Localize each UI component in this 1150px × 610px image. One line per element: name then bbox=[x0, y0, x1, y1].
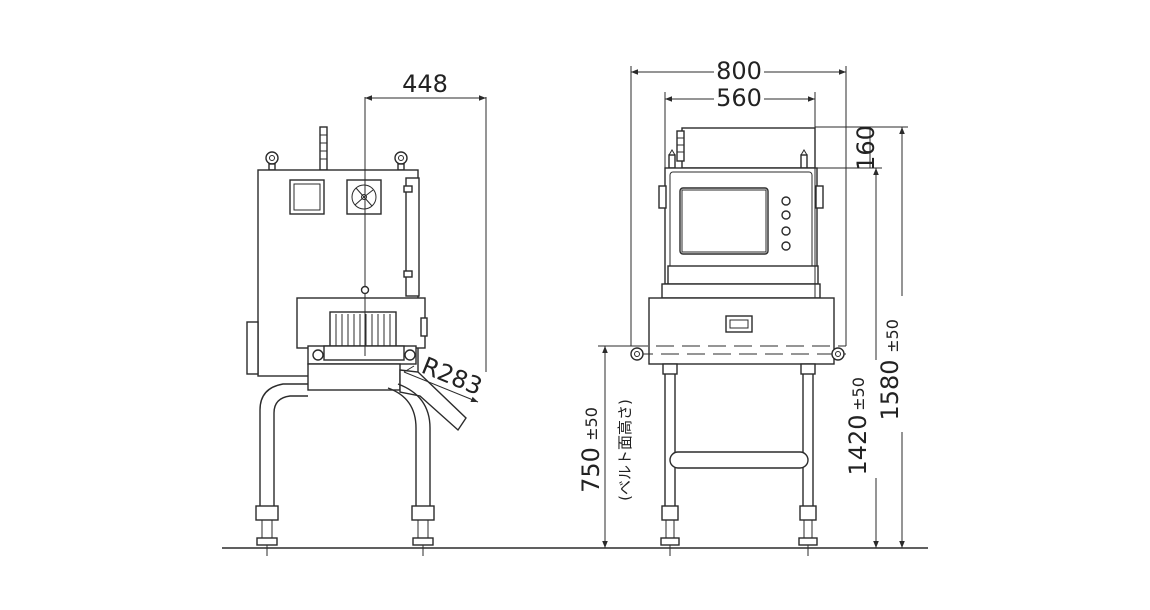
control-button bbox=[781, 210, 791, 220]
dim-1420-label: 1420 bbox=[844, 414, 872, 475]
dim-448-label: 448 bbox=[402, 70, 448, 98]
eyebolt-left bbox=[265, 151, 279, 165]
dim-1580-tolerance: ±50 bbox=[883, 319, 902, 353]
dim-800-label: 800 bbox=[716, 57, 762, 85]
control-button bbox=[781, 226, 791, 236]
belt-height-note: (ベルト面高さ) bbox=[616, 399, 634, 501]
control-button bbox=[781, 241, 791, 251]
display-screen bbox=[679, 187, 769, 255]
side-view: 448 R283 bbox=[246, 70, 487, 556]
front-view: 800 560 160 750 ±50 (ベルト面高さ) 1420 ±50 15… bbox=[577, 57, 910, 556]
dim-1580-label: 1580 bbox=[876, 359, 904, 420]
dim-750-label: 750 bbox=[577, 447, 605, 493]
dim-1420-tolerance: ±50 bbox=[849, 377, 868, 411]
dim-560-label: 560 bbox=[716, 84, 762, 112]
dim-160-label: 160 bbox=[852, 125, 880, 171]
control-button bbox=[781, 196, 791, 206]
dim-750-tolerance: ±50 bbox=[582, 407, 601, 441]
eyebolt-right bbox=[394, 151, 408, 165]
